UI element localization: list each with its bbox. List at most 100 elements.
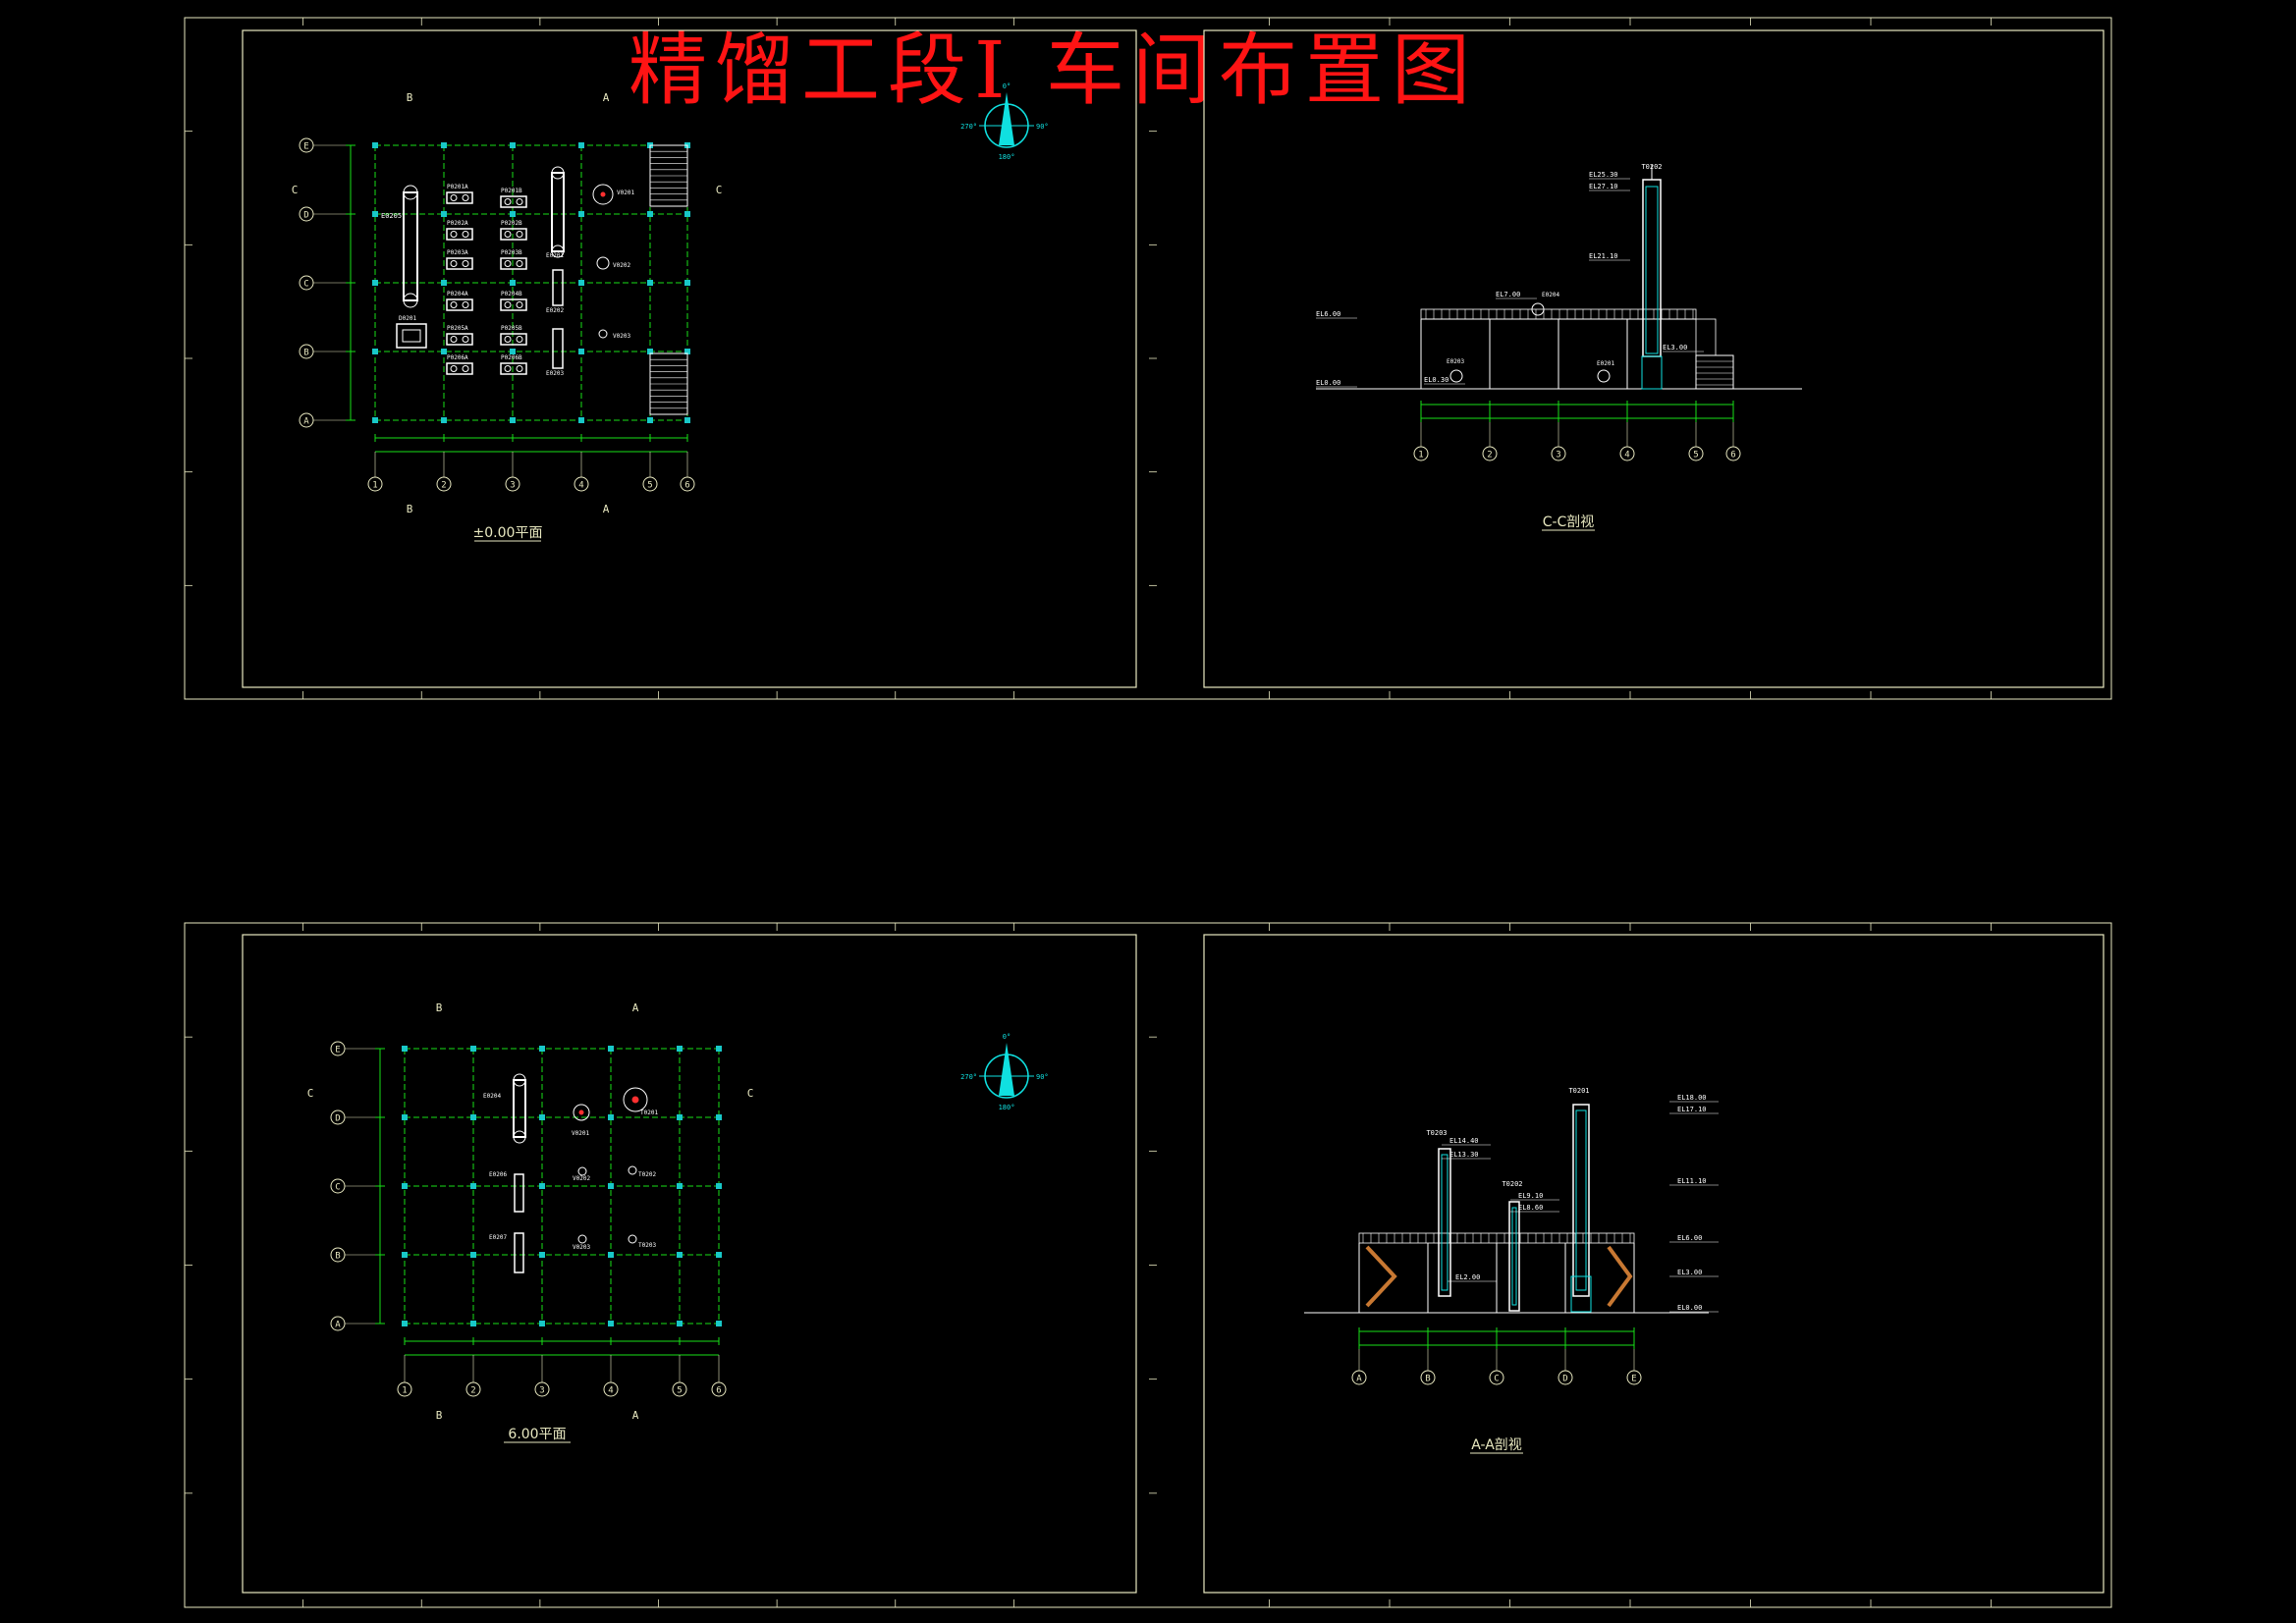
vessel-nozzle <box>600 191 606 197</box>
tower-t0202 <box>628 1165 637 1175</box>
pump-motor <box>450 336 458 343</box>
column-node <box>470 1046 476 1052</box>
section-mark-a: A <box>632 1409 639 1422</box>
elevation-label: EL3.00 <box>1663 344 1687 352</box>
column-node <box>716 1183 722 1189</box>
column-node <box>578 211 584 217</box>
axis-label: E <box>1631 1375 1636 1384</box>
elevation-label: EL3.00 <box>1677 1269 1702 1276</box>
column-node <box>402 1046 408 1052</box>
compass-east-label: 90° <box>1036 1073 1049 1081</box>
column-node <box>372 280 378 286</box>
section-mark-b: B <box>436 1409 443 1422</box>
elevation-label: EL8.60 <box>1518 1204 1543 1212</box>
pump-motor <box>504 231 512 238</box>
axis-label: B <box>303 349 308 358</box>
equipment-label: P0204A <box>447 291 468 298</box>
equipment-label: V0203 <box>613 333 630 340</box>
equipment-label: P0205A <box>447 325 468 332</box>
section-mark-a: A <box>603 91 610 104</box>
compass-west-label: 270° <box>960 123 977 131</box>
axis-label: C <box>1494 1375 1499 1384</box>
pump-motor <box>462 194 469 201</box>
elevation-label: EL17.10 <box>1677 1106 1707 1113</box>
equipment-label: V0201 <box>617 189 634 196</box>
axis-label: 6 <box>1730 451 1735 460</box>
column-node <box>578 349 584 354</box>
drawing-title: 精馏工段Ⅰ 车间布置图 <box>629 25 1479 116</box>
equipment-label: V0201 <box>572 1130 589 1137</box>
exchanger-e0204 <box>1531 302 1545 316</box>
vessel-v0201 <box>592 184 614 205</box>
pump-motor <box>462 231 469 238</box>
axis-label: 2 <box>441 481 446 491</box>
axis-label: 4 <box>1624 451 1629 460</box>
vessel-v0203 <box>598 329 608 339</box>
sheet-frame-plan6 <box>242 934 1137 1594</box>
column-node <box>470 1321 476 1326</box>
axis-label: A <box>335 1321 341 1330</box>
elevation-label: EL27.10 <box>1589 183 1618 190</box>
axis-label: B <box>1425 1375 1430 1384</box>
equipment-label: E0206 <box>489 1171 507 1178</box>
compass-north-label: 0° <box>1003 82 1011 90</box>
column-node <box>684 280 690 286</box>
exchanger-e0203 <box>1449 369 1463 383</box>
axis-label: 5 <box>1693 451 1698 460</box>
view-caption: ±0.00平面 <box>473 525 543 541</box>
column-node <box>677 1183 683 1189</box>
equipment-label: P0202B <box>501 220 522 227</box>
axis-label: 3 <box>510 481 515 491</box>
axis-label: D <box>303 211 308 221</box>
tower-inner <box>1511 1207 1517 1306</box>
axis-label: C <box>303 280 308 290</box>
pump-motor <box>516 260 523 267</box>
tower-label: T0203 <box>1426 1129 1447 1137</box>
axis-label: D <box>335 1114 340 1124</box>
column-node <box>539 1046 545 1052</box>
tower-inner <box>1441 1154 1449 1291</box>
tower-skirt <box>1641 355 1663 390</box>
axis-label: 1 <box>372 481 377 491</box>
elevation-label: EL2.00 <box>1455 1273 1480 1281</box>
tower-t0201 <box>623 1087 648 1112</box>
tower-t0201 <box>1572 1104 1590 1297</box>
elevation-label: EL11.10 <box>1677 1177 1707 1185</box>
column-node <box>677 1114 683 1120</box>
column-node <box>470 1252 476 1258</box>
equipment-label: E0201 <box>546 252 564 259</box>
column-node <box>608 1114 614 1120</box>
column-node <box>608 1183 614 1189</box>
column-node <box>510 417 516 423</box>
column-node <box>647 280 653 286</box>
pump-motor <box>504 198 512 205</box>
elevation-label: EL21.10 <box>1589 252 1618 260</box>
column-node <box>372 349 378 354</box>
pump-motor <box>516 301 523 308</box>
column-node <box>677 1321 683 1326</box>
axis-label: A <box>1356 1375 1362 1384</box>
column-node <box>510 211 516 217</box>
column-node <box>539 1252 545 1258</box>
compass-east-label: 90° <box>1036 123 1049 131</box>
pump-motor <box>504 365 512 372</box>
view-caption: A-A剖视 <box>1471 1437 1522 1453</box>
pump-motor <box>450 194 458 201</box>
drum-d0201 <box>396 323 427 349</box>
elevation-label: EL6.00 <box>1316 310 1340 318</box>
exchanger-e0202 <box>552 269 564 306</box>
section-mark-b: B <box>436 1001 443 1014</box>
elevation-label: EL0.30 <box>1424 376 1449 384</box>
axis-label: 2 <box>470 1386 475 1396</box>
axis-label: 3 <box>539 1386 544 1396</box>
vessel-e0204 <box>513 1079 526 1138</box>
compass-south-label: 180° <box>999 1104 1015 1111</box>
column-node <box>510 142 516 148</box>
sheet-frame-section-cc <box>1203 29 2105 688</box>
elevation-label: EL25.30 <box>1589 171 1618 179</box>
tower-label: T0201 <box>1568 1087 1589 1095</box>
equipment-label: V0202 <box>613 262 630 269</box>
column-node <box>470 1183 476 1189</box>
column-node <box>716 1046 722 1052</box>
vessel-v0203 <box>577 1234 587 1244</box>
